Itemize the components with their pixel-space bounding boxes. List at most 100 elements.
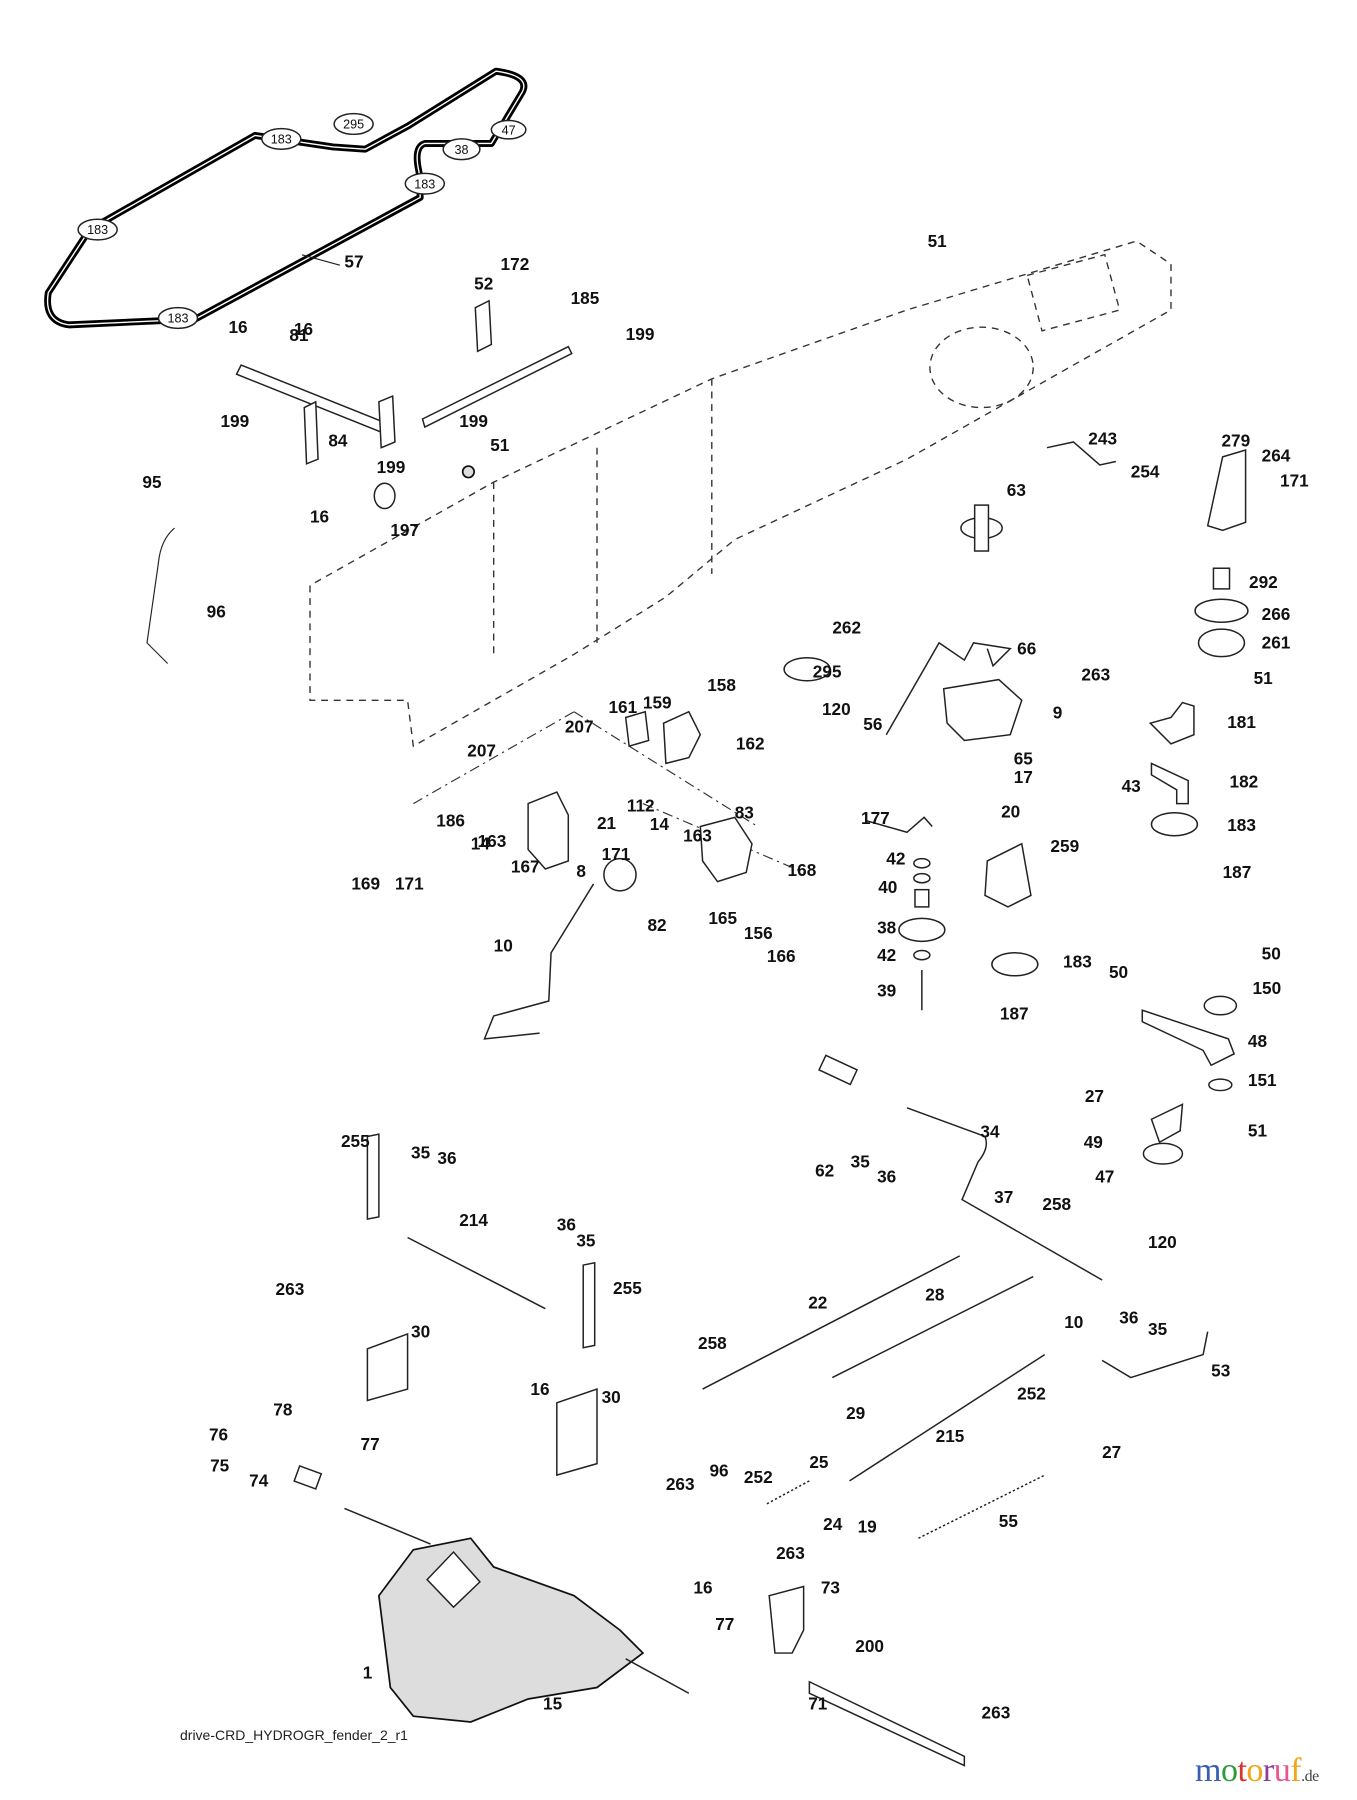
callout-263d: 263: [776, 1543, 805, 1563]
callout-82: 82: [648, 915, 667, 935]
callout-207a: 207: [565, 716, 594, 736]
callout-182: 182: [1230, 772, 1259, 792]
callout-35e: 35: [576, 1231, 596, 1251]
callout-71: 71: [808, 1693, 828, 1713]
callout-200: 200: [855, 1636, 884, 1656]
belt-pulley-label: 183: [87, 223, 108, 237]
grip-62: [818, 1054, 859, 1086]
callout-42a: 42: [886, 848, 905, 868]
callout-49: 49: [1084, 1132, 1103, 1152]
bracket-177: [866, 816, 933, 834]
belt-pulley-47: [490, 119, 527, 140]
callout-120a: 120: [822, 699, 851, 719]
callout-1: 1: [363, 1662, 373, 1682]
belt-pulley-label: 38: [455, 143, 469, 157]
callout-16b: 16: [294, 319, 313, 339]
transaxle-fan: [426, 1550, 481, 1609]
callout-112: 112: [627, 796, 655, 816]
callout-172: 172: [501, 254, 530, 274]
bracket-172: [474, 299, 493, 353]
rod-28: [831, 1275, 1034, 1379]
watermark-letter: u: [1273, 1752, 1291, 1789]
callout-56: 56: [863, 714, 882, 734]
plate-255-right: [582, 1261, 596, 1349]
callout-168: 168: [788, 860, 817, 880]
callout-151: 151: [1248, 1070, 1277, 1090]
callout-9: 9: [1053, 703, 1063, 723]
callout-254: 254: [1131, 462, 1160, 482]
callout-51b: 51: [490, 435, 510, 455]
callout-50b: 50: [1262, 944, 1281, 964]
callout-29: 29: [846, 1403, 865, 1423]
callout-255a: 255: [341, 1131, 370, 1151]
callout-66: 66: [1017, 638, 1036, 658]
callout-53: 53: [1211, 1360, 1230, 1380]
washer-150: [1203, 995, 1238, 1016]
callout-263a: 263: [1081, 665, 1110, 685]
spacer-40: [914, 888, 930, 908]
bracket-48: [1141, 1009, 1236, 1067]
callout-39: 39: [877, 980, 896, 1000]
bracket-49: [1150, 1103, 1184, 1144]
bushing-197: [373, 482, 396, 510]
washer-42: [913, 857, 931, 869]
callout-162: 162: [736, 734, 765, 754]
spring-55: [918, 1474, 1046, 1539]
belt-pulley-label: 183: [271, 132, 292, 146]
callout-30b: 30: [602, 1387, 621, 1407]
callout-36d: 36: [557, 1215, 576, 1235]
callout-259: 259: [1050, 836, 1079, 856]
callout-199d: 199: [459, 411, 488, 431]
bracket-30-right: [556, 1387, 598, 1477]
callout-43: 43: [1122, 776, 1141, 796]
callout-95: 95: [142, 472, 162, 492]
arm-84: [303, 400, 319, 465]
callout-161: 161: [608, 697, 637, 717]
callout-258a: 258: [1042, 1194, 1071, 1214]
callout-150: 150: [1252, 978, 1281, 998]
callout-83: 83: [735, 802, 754, 822]
callout-14a: 14: [650, 814, 670, 834]
callout-24: 24: [823, 1514, 843, 1534]
bracket-66: [885, 641, 1012, 736]
callout-96a: 96: [207, 602, 226, 622]
callout-171a: 171: [1280, 471, 1309, 491]
callout-165: 165: [708, 908, 737, 928]
callout-77a: 77: [361, 1434, 380, 1454]
callout-183a: 183: [1227, 815, 1256, 835]
callout-78: 78: [273, 1399, 293, 1419]
rod-215: [849, 1353, 1046, 1482]
callout-199a: 199: [626, 324, 655, 344]
pulley-47: [1142, 1142, 1184, 1165]
callout-171b: 171: [602, 844, 631, 864]
shaft-214: [407, 1236, 546, 1310]
callout-197: 197: [390, 520, 419, 540]
callout-263e: 263: [982, 1702, 1011, 1722]
bracket-30-left: [366, 1332, 409, 1402]
callout-65: 65: [1014, 749, 1034, 769]
callout-181: 181: [1227, 712, 1256, 732]
axle-right: [625, 1658, 690, 1694]
callout-51c: 51: [1254, 668, 1274, 688]
callout-57: 57: [344, 251, 363, 271]
pedal-rod-8: [483, 883, 595, 1040]
shaft-63: [973, 504, 990, 552]
axle-left: [344, 1507, 431, 1545]
watermark-letter: m: [1195, 1752, 1221, 1789]
bracket-73: [768, 1585, 805, 1654]
callout-15: 15: [543, 1693, 563, 1713]
callout-19: 19: [858, 1517, 877, 1537]
callout-55: 55: [999, 1511, 1019, 1531]
washer-42: [913, 872, 931, 884]
callout-48: 48: [1248, 1031, 1268, 1051]
belt-pulley-label: 183: [167, 312, 188, 326]
callout-20: 20: [1001, 801, 1020, 821]
belt-pulley-38: [442, 138, 481, 161]
watermark-letter: o: [1246, 1752, 1263, 1789]
callout-166: 166: [767, 946, 796, 966]
callout-177: 177: [861, 808, 890, 828]
callout-76: 76: [209, 1425, 228, 1445]
pulley-261: [1197, 628, 1246, 658]
callout-8: 8: [576, 861, 586, 881]
